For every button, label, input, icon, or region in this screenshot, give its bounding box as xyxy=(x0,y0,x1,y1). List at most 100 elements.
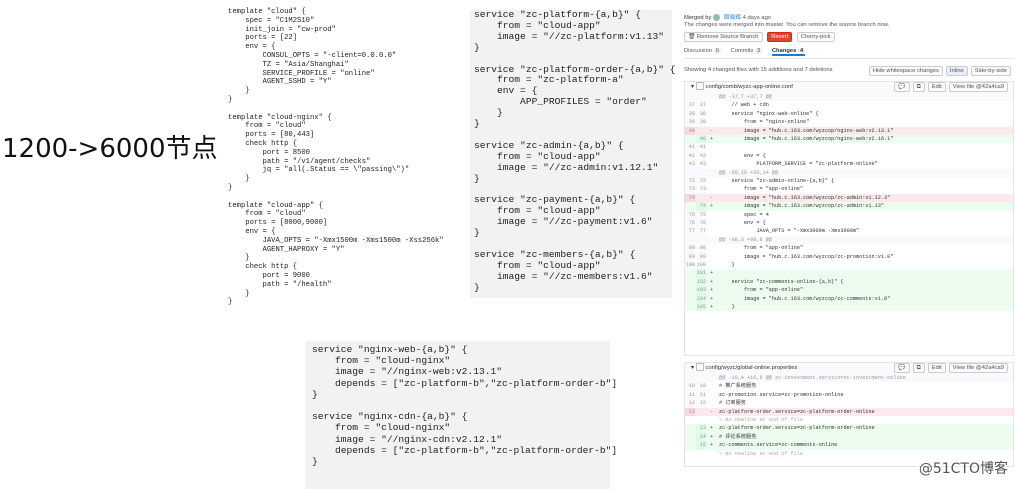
tab-discussion[interactable]: Discussion 0 xyxy=(684,48,721,54)
old-line-number[interactable]: 11 xyxy=(685,390,695,400)
new-line-number[interactable]: 39 xyxy=(696,118,706,127)
code-line: spec = "C1M2S10" xyxy=(228,16,315,25)
new-line-number[interactable]: 100 xyxy=(696,261,706,270)
file-name-2[interactable]: config/wyzc/global-online.properties xyxy=(705,365,798,371)
inline-view-button[interactable]: Inline xyxy=(945,66,968,76)
copy-icon[interactable]: ⧉ xyxy=(912,363,925,373)
code-line: } xyxy=(312,456,318,468)
old-line-number[interactable]: 73 xyxy=(685,185,695,194)
old-line-number[interactable]: 10 xyxy=(685,382,695,391)
edit-file-button-1[interactable]: Edit xyxy=(927,82,946,92)
tab-changes[interactable]: Changes 4 xyxy=(771,48,806,56)
merged-user[interactable]: 周晓辉 xyxy=(723,15,742,21)
code-line: image = "//zc-payment:v1.6" xyxy=(474,216,653,228)
new-line-number[interactable]: 15 xyxy=(696,441,706,450)
old-line-number[interactable]: 77 xyxy=(685,227,695,236)
new-line-number[interactable]: 74 xyxy=(696,202,706,211)
code-line: port = 8500 xyxy=(228,148,310,157)
new-line-number[interactable]: 40 xyxy=(696,135,706,144)
old-line-number[interactable]: 43 xyxy=(685,160,695,169)
new-line-number[interactable]: 105 xyxy=(696,303,706,312)
comment-icon[interactable]: 💬 xyxy=(894,363,910,373)
old-line-number[interactable]: 75 xyxy=(685,210,695,219)
hide-whitespace-button[interactable]: Hide whitespace changes xyxy=(868,66,943,76)
file-name-1[interactable]: config/comb/wyzc-app-online.conf xyxy=(705,84,793,90)
diff-text: @@ -98,3 +98,8 @@ xyxy=(719,236,772,243)
old-line-number[interactable]: 13 xyxy=(685,407,695,416)
new-line-number[interactable]: 12 xyxy=(696,399,706,408)
code-line: JAVA_OPTS = "-Xmx1500m -Xms1500m -Xss256… xyxy=(228,236,444,245)
old-line-number[interactable]: 12 xyxy=(685,399,695,408)
page-title: 1200->6000节点 xyxy=(2,134,218,164)
old-line-number[interactable]: 100 xyxy=(685,261,695,270)
code-line: service "zc-payment-{a,b}" { xyxy=(474,194,636,206)
new-line-number[interactable]: 99 xyxy=(696,252,706,261)
code-line: } xyxy=(312,388,318,400)
changes-summary: Showing 4 changed files with 15 addition… xyxy=(684,67,833,73)
diff-line: \ No newline at end of file xyxy=(685,450,1013,458)
old-line-number[interactable]: 99 xyxy=(685,252,695,261)
old-line-number[interactable]: 37 xyxy=(685,101,695,110)
old-line-number[interactable]: 74 xyxy=(685,193,695,203)
old-line-number[interactable]: 38 xyxy=(685,109,695,119)
view-file-button-1[interactable]: View file @42a4ca9 xyxy=(948,82,1008,92)
new-line-number[interactable]: 14 xyxy=(696,432,706,442)
code-line: ports = [80,443] xyxy=(228,131,315,140)
new-line-number[interactable]: 98 xyxy=(696,244,706,253)
avatar xyxy=(713,13,721,21)
old-line-number[interactable]: 40 xyxy=(685,126,695,135)
code-line: } xyxy=(474,281,480,293)
new-line-number[interactable]: 38 xyxy=(696,109,706,119)
new-line-number[interactable]: 11 xyxy=(696,390,706,400)
old-line-number[interactable]: 41 xyxy=(685,143,695,152)
old-line-number[interactable]: 39 xyxy=(685,118,695,127)
revert-button[interactable]: Revert xyxy=(767,32,793,42)
tab-commits[interactable]: Commits 3 xyxy=(731,48,763,54)
new-line-number[interactable]: 102 xyxy=(696,277,706,287)
service-code-block-a: service "zc-platform-{a,b}" { from = "cl… xyxy=(470,9,676,298)
new-line-number[interactable]: 77 xyxy=(696,227,706,236)
new-line-number[interactable]: 76 xyxy=(696,219,706,228)
edit-file-button-2[interactable]: Edit xyxy=(927,363,946,373)
new-line-number[interactable]: 72 xyxy=(696,177,706,186)
tab-commits-count: 3 xyxy=(755,48,763,54)
new-line-number[interactable]: 42 xyxy=(696,151,706,161)
diff-line: 40+ image = "hub.c.163.com/wyzcop/nginx-… xyxy=(685,135,1013,144)
new-line-number[interactable]: 43 xyxy=(696,160,706,169)
new-line-number[interactable]: 13 xyxy=(696,424,706,433)
code-line: ports = [8000,9000] xyxy=(228,219,328,228)
code-line: port = 9000 xyxy=(228,271,310,280)
new-line-number[interactable]: 41 xyxy=(696,143,706,152)
chevron-down-icon[interactable]: ▾ xyxy=(691,365,694,371)
code-line: from = "cloud-app" xyxy=(474,150,601,162)
new-line-number[interactable]: 10 xyxy=(696,382,706,391)
remove-branch-label: Remove Source Branch xyxy=(696,34,759,40)
new-line-number[interactable]: 75 xyxy=(696,210,706,219)
copy-icon[interactable]: ⧉ xyxy=(912,82,925,92)
old-line-number[interactable]: 98 xyxy=(685,244,695,253)
diff-sign: + xyxy=(710,270,714,277)
new-line-number[interactable]: 101 xyxy=(696,269,706,278)
chevron-down-icon[interactable]: ▾ xyxy=(691,84,694,90)
old-line-number[interactable]: 42 xyxy=(685,151,695,161)
old-line-number[interactable]: 72 xyxy=(685,177,695,186)
code-line: from = "cloud-nginx" xyxy=(312,422,451,434)
new-line-number[interactable]: 37 xyxy=(696,101,706,110)
mr-tabs: Discussion 0 Commits 3 Changes 4 xyxy=(684,48,1014,59)
cherry-pick-button[interactable]: Cherry-pick xyxy=(796,32,835,42)
diff-text: from = "nginx-online" xyxy=(719,119,810,126)
new-line-number[interactable]: 104 xyxy=(696,294,706,303)
code-line: path = "/health" xyxy=(228,280,332,289)
old-line-number[interactable]: 76 xyxy=(685,219,695,228)
comment-icon[interactable]: 💬 xyxy=(894,82,910,92)
diff-text: image = "hub.c.163.com/wyzcop/zc-promoti… xyxy=(719,253,894,260)
view-file-button-2[interactable]: View file @42a4ca9 xyxy=(948,363,1008,373)
side-by-side-button[interactable]: Side-by-side xyxy=(970,66,1011,76)
new-line-number[interactable]: 103 xyxy=(696,286,706,295)
remove-branch-button[interactable]: 🗑 Remove Source Branch xyxy=(684,32,763,42)
new-line-number[interactable]: 73 xyxy=(696,185,706,194)
code-line: check http { xyxy=(228,263,298,272)
